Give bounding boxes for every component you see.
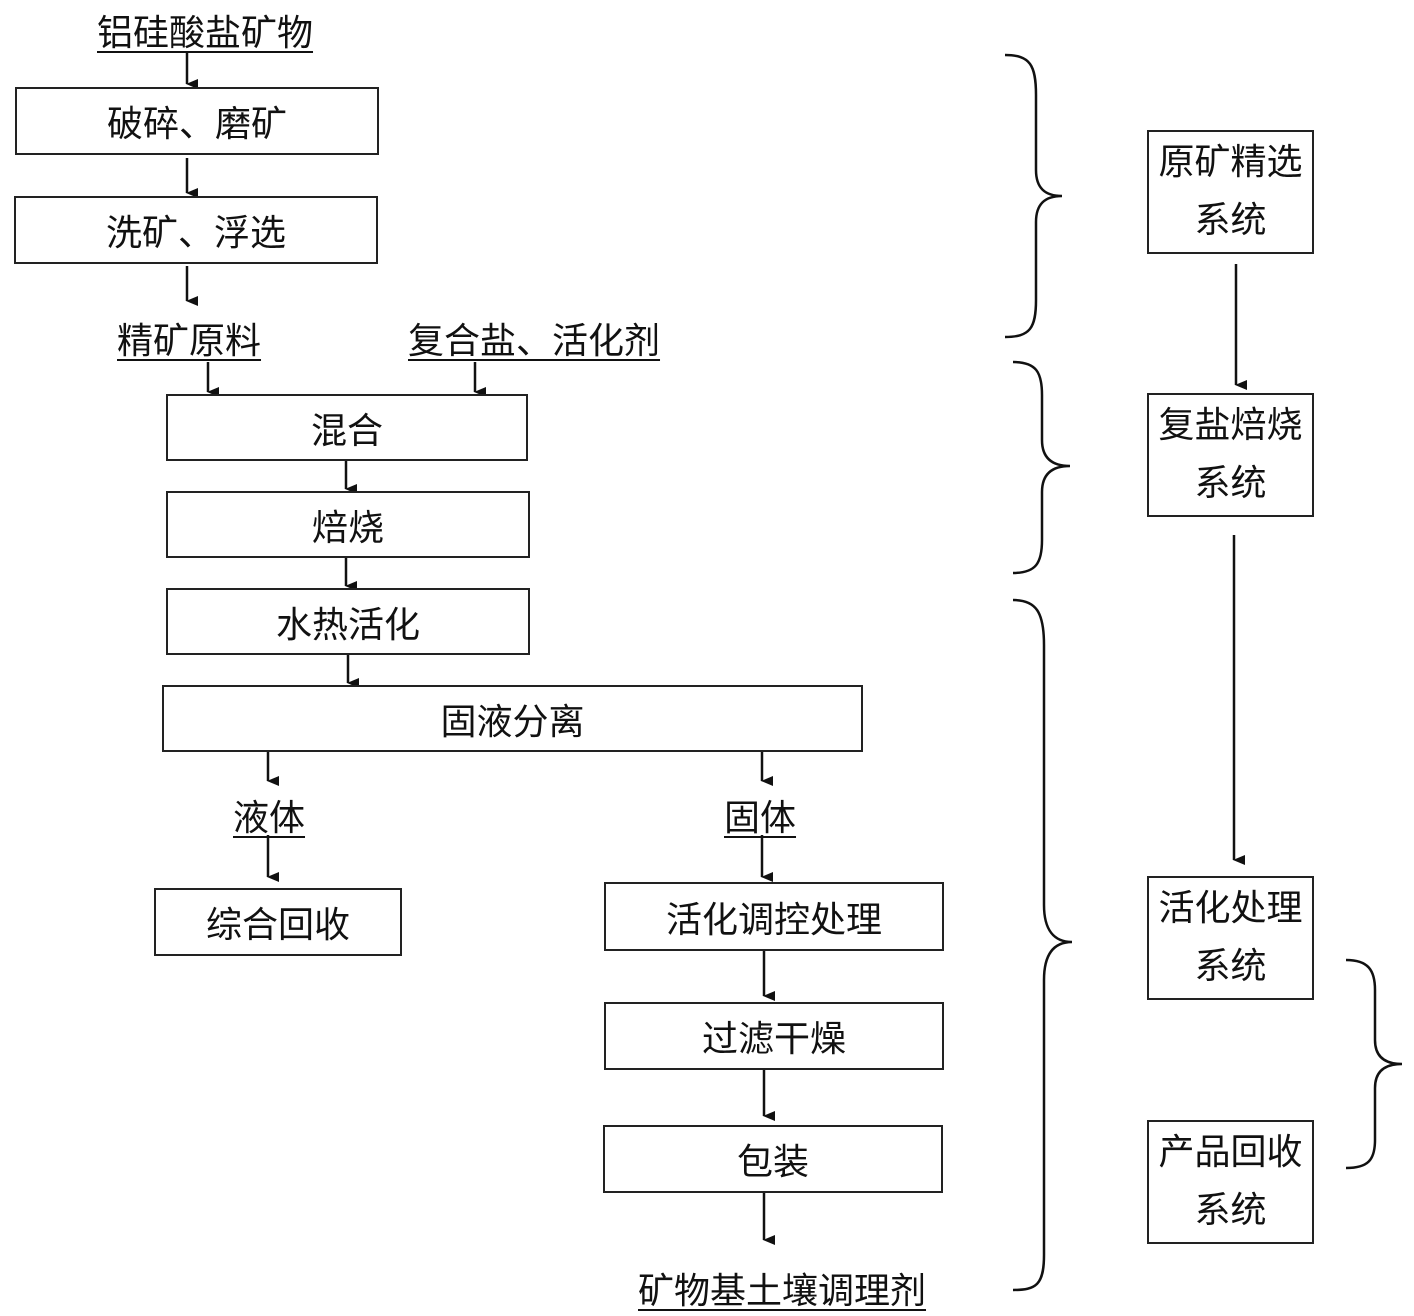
mix-step-box: 混合 <box>166 394 528 461</box>
system-selection-line2: 系统 <box>1194 200 1267 241</box>
system-product-line2: 系统 <box>1194 1190 1267 1231</box>
roast-step-box: 焙烧 <box>166 491 530 558</box>
system-roasting-box: 复盐焙烧 系统 <box>1147 393 1314 517</box>
crush-step-box: 破碎、磨矿 <box>15 87 379 155</box>
separation-box: 固液分离 <box>162 685 863 752</box>
system-roasting-line1: 复盐焙烧 <box>1158 405 1303 446</box>
system-activation-box: 活化处理 系统 <box>1147 876 1314 1000</box>
brace-product <box>1345 958 1403 1170</box>
brace-roasting <box>1012 360 1071 575</box>
liquid-label: 液体 <box>233 798 306 839</box>
filter-dry-box: 过滤干燥 <box>604 1002 944 1070</box>
activate-control-box: 活化调控处理 <box>604 882 944 951</box>
raw-mineral-label: 铝硅酸盐矿物 <box>97 13 314 54</box>
concentrate-label: 精矿原料 <box>117 321 262 362</box>
system-roasting-line2: 系统 <box>1194 463 1267 504</box>
pack-step-box: 包装 <box>603 1125 943 1193</box>
system-selection-box: 原矿精选 系统 <box>1147 130 1314 254</box>
system-product-box: 产品回收 系统 <box>1147 1120 1314 1244</box>
wash-step-box: 洗矿、浮选 <box>14 196 378 264</box>
product-label: 矿物基土壤调理剂 <box>638 1271 927 1312</box>
system-selection-line1: 原矿精选 <box>1158 142 1303 183</box>
recover-step-box: 综合回收 <box>154 888 402 956</box>
brace-selection <box>1004 53 1063 339</box>
hydro-activation-box: 水热活化 <box>166 588 530 655</box>
additives-label: 复合盐、活化剂 <box>408 321 661 362</box>
system-product-line1: 产品回收 <box>1158 1132 1303 1173</box>
system-activation-line1: 活化处理 <box>1158 888 1303 929</box>
system-activation-line2: 系统 <box>1194 946 1267 987</box>
brace-activation <box>1012 598 1073 1292</box>
solid-label: 固体 <box>724 798 797 839</box>
